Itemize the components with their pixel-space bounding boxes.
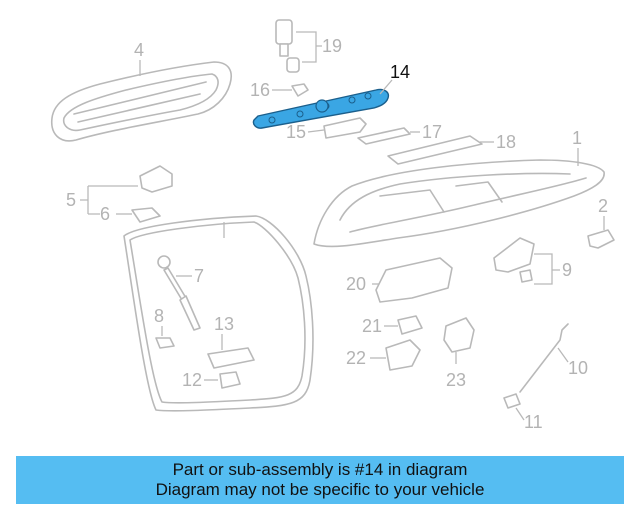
callout-14: 14 bbox=[390, 62, 410, 82]
part-4-window-glass bbox=[51, 61, 232, 142]
part-14-garnish-highlighted[interactable] bbox=[252, 88, 390, 129]
callout-1: 1 bbox=[572, 128, 582, 148]
callout-8: 8 bbox=[154, 306, 164, 326]
callout-9: 9 bbox=[562, 260, 572, 280]
callout-15: 15 bbox=[286, 122, 306, 142]
part-15-bracket bbox=[323, 117, 367, 139]
leader-10 bbox=[557, 347, 569, 363]
part-9-hinge bbox=[493, 237, 535, 273]
part-2-hinge bbox=[587, 229, 615, 249]
leader-19 bbox=[296, 31, 322, 63]
callout-4: 4 bbox=[134, 40, 144, 60]
callout-23: 23 bbox=[446, 370, 466, 390]
callout-16: 16 bbox=[250, 80, 270, 100]
part-8-ball-stud bbox=[155, 337, 175, 349]
part-7-gas-strut bbox=[157, 255, 201, 331]
part-6-bracket bbox=[131, 207, 161, 223]
part-13-lock bbox=[207, 347, 255, 369]
leader-5 bbox=[80, 185, 138, 215]
callout-20: 20 bbox=[346, 274, 366, 294]
callout-5: 5 bbox=[66, 190, 76, 210]
part-16-clip bbox=[291, 83, 309, 97]
part-1-liftgate bbox=[313, 159, 605, 248]
callout-19: 19 bbox=[322, 36, 342, 56]
part-5-hinge bbox=[139, 165, 173, 193]
callout-21: 21 bbox=[362, 316, 382, 336]
part-12-striker bbox=[219, 371, 241, 389]
part-21-switch bbox=[397, 315, 423, 335]
part-20-latch bbox=[375, 257, 453, 303]
part-10-rod bbox=[519, 323, 569, 393]
banner-line-1: Part or sub-assembly is #14 in diagram bbox=[172, 460, 468, 479]
part-9-bolt bbox=[519, 269, 533, 283]
callout-17: 17 bbox=[422, 122, 442, 142]
part-19-stopper bbox=[275, 19, 300, 73]
callout-6: 6 bbox=[100, 204, 110, 224]
banner-line-2: Diagram may not be specific to your vehi… bbox=[155, 480, 485, 499]
callout-7: 7 bbox=[194, 266, 204, 286]
part-11-clip bbox=[503, 393, 521, 409]
leader-11 bbox=[515, 407, 525, 421]
weatherstrip-seal bbox=[123, 215, 314, 412]
callout-11: 11 bbox=[524, 412, 543, 432]
part-22-actuator bbox=[385, 339, 421, 371]
part-18-strip bbox=[387, 135, 483, 165]
part-23-cover bbox=[443, 317, 475, 353]
callout-12: 12 bbox=[182, 370, 202, 390]
leader-15 bbox=[307, 129, 325, 133]
callout-10: 10 bbox=[568, 358, 588, 378]
info-banner: Part or sub-assembly is #14 in diagram D… bbox=[16, 456, 624, 504]
callout-2: 2 bbox=[598, 196, 608, 216]
callout-13: 13 bbox=[214, 314, 234, 334]
callout-18: 18 bbox=[496, 132, 516, 152]
part-17-plate bbox=[357, 127, 411, 145]
leader-9 bbox=[534, 253, 560, 285]
callout-22: 22 bbox=[346, 348, 366, 368]
leader-14 bbox=[379, 79, 393, 95]
